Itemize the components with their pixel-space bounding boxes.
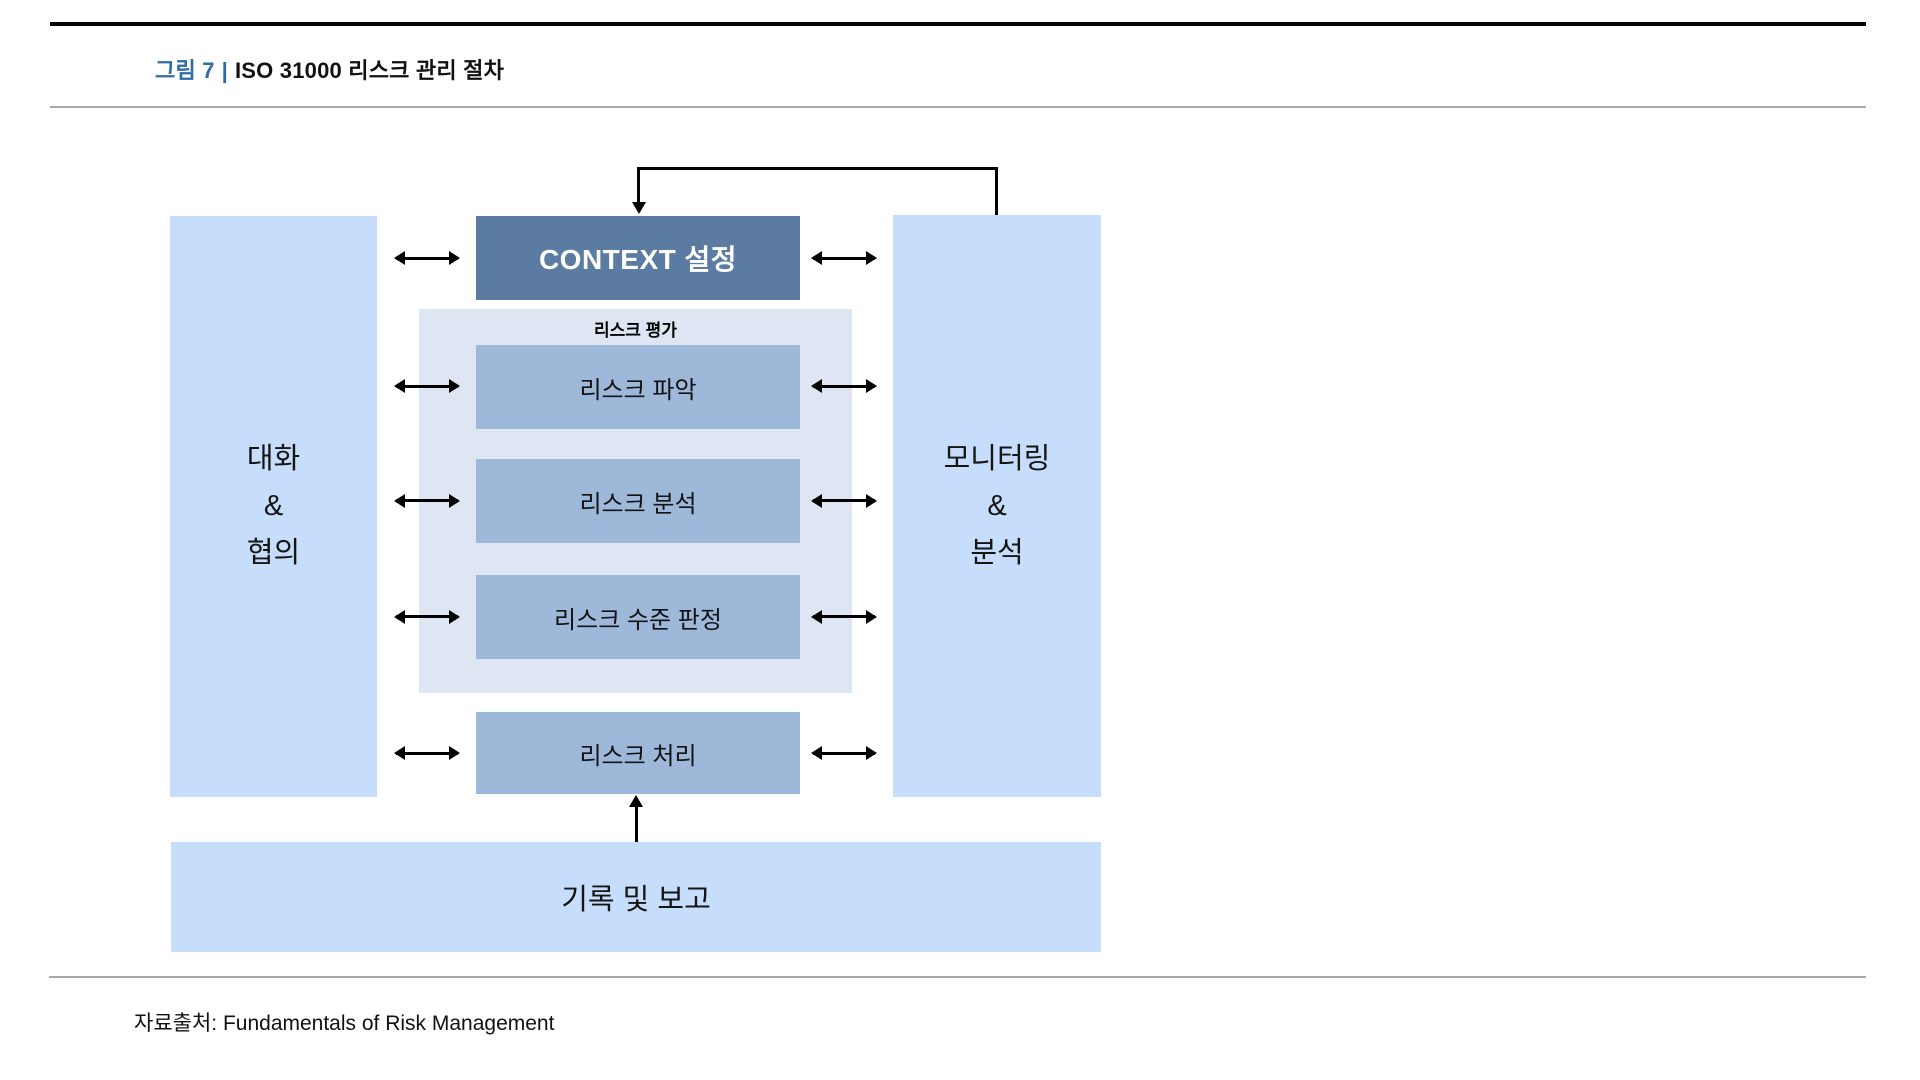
- footer-rule: [49, 976, 1866, 978]
- monitoring-review-box: 모니터링 & 분석: [893, 215, 1101, 797]
- risk-evaluation-label: 리스크 수준 판정: [554, 606, 722, 634]
- monitoring-line: 모니터링: [943, 442, 1051, 475]
- source-attribution: 자료출처: Fundamentals of Risk Management: [134, 1012, 555, 1035]
- title-underline-rule: [50, 106, 1866, 108]
- bidirectional-arrow-left-analyse-icon: [396, 499, 458, 502]
- bidirectional-arrow-left-treatment-icon: [396, 751, 458, 755]
- context-label: CONTEXT 설정: [538, 244, 738, 275]
- title-separator: |: [221, 58, 228, 83]
- feedback-line-left: [637, 167, 640, 203]
- risk-treatment-label: 리스크 처리: [579, 742, 697, 770]
- ampersand-line: &: [987, 489, 1007, 522]
- bidirectional-arrow-right-evaluate-icon: [813, 615, 875, 618]
- bidirectional-arrow-left-identify-icon: [396, 384, 458, 388]
- feedback-line-right: [995, 167, 998, 215]
- feedback-line-horizontal: [637, 167, 998, 170]
- up-arrowhead-icon: [629, 795, 643, 807]
- top-rule: [50, 22, 1866, 26]
- record-to-treatment-line: [634, 801, 638, 842]
- communication-line: 대화: [246, 443, 301, 475]
- bidirectional-arrow-left-context-icon: [396, 256, 458, 260]
- bidirectional-arrow-right-context-icon: [813, 256, 875, 260]
- risk-assessment-label: 리스크 평가: [594, 321, 677, 340]
- risk-evaluation-box: 리스크 수준 판정: [476, 575, 800, 659]
- bidirectional-arrow-right-analyse-icon: [813, 499, 875, 502]
- risk-assessment-container: 리스크 평가 리스크 파악 리스크 분석 리스크 수준 판정: [419, 309, 852, 693]
- communication-consultation-box: 대화 & 협의: [170, 216, 377, 797]
- risk-identification-box: 리스크 파악: [476, 345, 800, 429]
- record-report-label: 기록 및 보고: [561, 884, 711, 916]
- feedback-arrowhead-down-icon: [631, 202, 646, 214]
- consultation-line: 협의: [246, 537, 301, 569]
- risk-identification-label: 리스크 파악: [579, 376, 697, 404]
- figure-caption: ISO 31000 리스크 관리 절차: [235, 58, 505, 83]
- figure-title: 그림 7| ISO 31000 리스크 관리 절차: [155, 56, 504, 86]
- risk-treatment-box: 리스크 처리: [476, 712, 800, 794]
- review-line: 분석: [970, 536, 1024, 569]
- figure-number-label: 그림 7: [155, 58, 215, 83]
- context-establishment-box: CONTEXT 설정: [476, 216, 800, 300]
- ampersand-line: &: [263, 490, 284, 522]
- risk-analysis-box: 리스크 분석: [476, 459, 800, 543]
- bidirectional-arrow-right-identify-icon: [813, 384, 875, 388]
- bidirectional-arrow-right-treatment-icon: [813, 751, 875, 755]
- risk-analysis-label: 리스크 분석: [579, 490, 697, 518]
- record-report-box: 기록 및 보고: [171, 842, 1101, 952]
- bidirectional-arrow-left-evaluate-icon: [396, 615, 458, 618]
